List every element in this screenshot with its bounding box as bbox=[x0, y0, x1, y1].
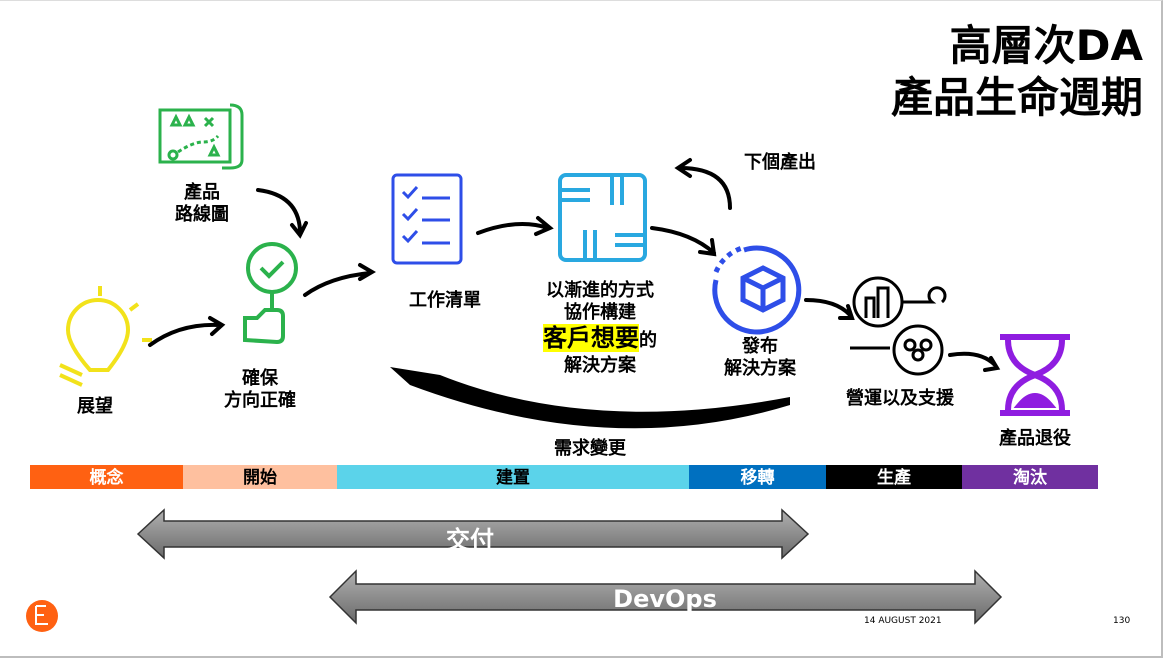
roadmap-label: 產品路線圖 bbox=[175, 182, 229, 225]
flow-arrows bbox=[148, 158, 1001, 372]
check-magnifier-icon bbox=[243, 242, 298, 345]
devops-label: DevOps bbox=[613, 585, 717, 613]
next-output-label: 下個產出 bbox=[744, 152, 816, 173]
hourglass-icon bbox=[1000, 334, 1070, 416]
page-number: 130 bbox=[1113, 616, 1131, 626]
title-line2: 產品生命週期 bbox=[890, 73, 1143, 122]
devops-span-arrow bbox=[328, 569, 1003, 625]
map-icon bbox=[158, 103, 244, 170]
phase-concept: 概念 bbox=[30, 465, 183, 489]
phase-bar: 概念 開始 建置 移轉 生產 淘汰 bbox=[30, 465, 1098, 489]
slide-title: 高層次DA 產品生命週期 bbox=[891, 20, 1143, 124]
title-line1: 高層次DA bbox=[949, 21, 1143, 70]
change-label: 需求變更 bbox=[554, 438, 626, 459]
delivery-label: 交付 bbox=[446, 526, 494, 554]
collaboration-hands-icon bbox=[558, 173, 647, 262]
footer-date: 14 AUGUST 2021 bbox=[864, 616, 942, 626]
release-label: 發布解決方案 bbox=[724, 336, 796, 379]
highlight-text: 客戶想要 bbox=[543, 324, 639, 352]
delivery-span-arrow bbox=[136, 508, 810, 560]
vision-label: 展望 bbox=[77, 396, 113, 417]
direction-label: 確保方向正確 bbox=[224, 368, 296, 411]
change-feedback-arrow bbox=[390, 367, 790, 429]
checklist-icon bbox=[391, 173, 463, 265]
phase-retirement: 淘汰 bbox=[962, 465, 1098, 489]
operate-label: 營運以及支援 bbox=[846, 388, 954, 409]
release-box-icon bbox=[712, 245, 802, 335]
phase-inception: 開始 bbox=[183, 465, 337, 489]
worklist-label: 工作清單 bbox=[409, 290, 481, 311]
company-logo bbox=[26, 600, 58, 632]
phase-production: 生產 bbox=[826, 465, 962, 489]
lightbulb-icon bbox=[59, 286, 152, 387]
phase-transition: 移轉 bbox=[689, 465, 826, 489]
retire-label: 產品退役 bbox=[999, 428, 1071, 449]
build-label: 以漸進的方式 協作構建 客戶想要的 解決方案 bbox=[543, 280, 657, 376]
phase-construction: 建置 bbox=[337, 465, 689, 489]
operations-icon bbox=[850, 276, 947, 376]
